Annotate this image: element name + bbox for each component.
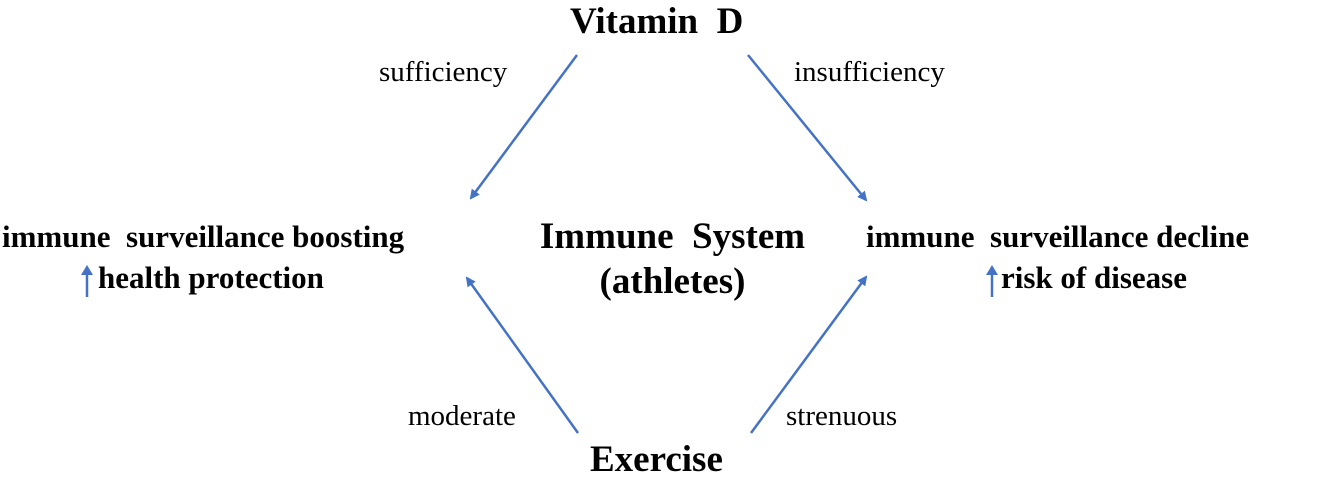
- risk-of-disease-label: risk of disease: [1001, 260, 1187, 295]
- node-health-protection: health protection: [80, 262, 324, 298]
- edge-label-sufficiency: sufficiency: [379, 56, 508, 88]
- arrow-vitamin-to-boosting: [469, 54, 579, 200]
- up-arrow-icon: [81, 264, 93, 297]
- node-immune-system-line1: Immune System: [539, 216, 806, 257]
- node-immune-decline: immune surveillance decline: [866, 219, 1250, 254]
- node-immune-system: Immune System (athletes): [520, 218, 825, 300]
- node-exercise: Exercise: [590, 439, 723, 478]
- up-arrow-icon: [986, 264, 998, 297]
- health-protection-label: health protection: [98, 260, 324, 295]
- edge-label-insufficiency: insufficiency: [794, 56, 945, 88]
- node-immune-boosting: immune surveillance boosting: [2, 219, 405, 254]
- edge-label-strenuous: strenuous: [786, 400, 898, 432]
- node-vitamin-d: Vitamin D: [570, 1, 744, 42]
- arrow-exercise-to-boosting: [465, 276, 580, 434]
- edge-label-moderate: moderate: [408, 400, 516, 432]
- node-immune-system-line2: (athletes): [599, 261, 746, 302]
- arrow-vitamin-to-decline: [747, 54, 868, 202]
- arrow-exercise-to-decline: [749, 275, 868, 434]
- node-risk-of-disease: risk of disease: [985, 262, 1187, 298]
